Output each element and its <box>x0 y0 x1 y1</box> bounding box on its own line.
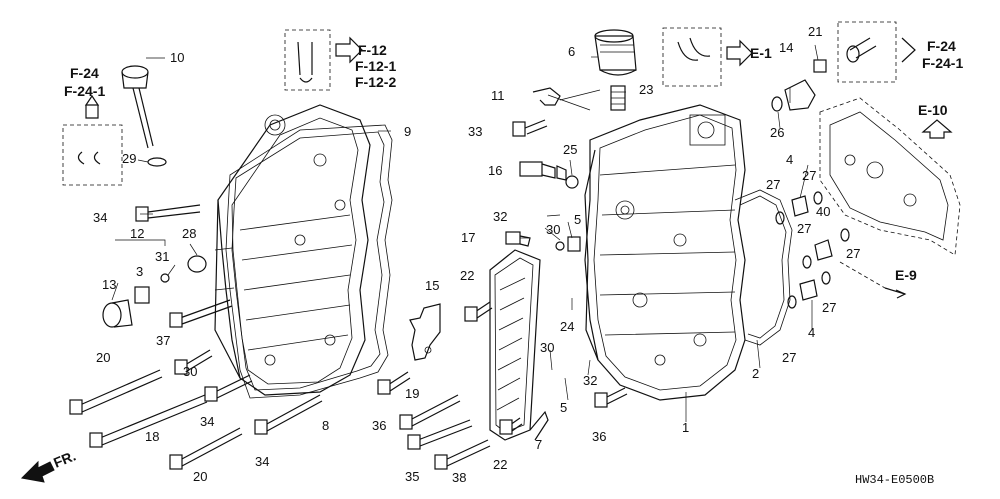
label-11: 11 <box>491 88 505 103</box>
label-27c: 27 <box>797 221 811 236</box>
label-27e: 27 <box>822 300 836 315</box>
connector-23 <box>610 85 626 111</box>
oil-filter-6 <box>594 29 637 76</box>
ref-top-right-2: F-24-1 <box>922 55 963 71</box>
label-27b: 27 <box>802 168 816 183</box>
ref-box-e1 <box>662 27 722 87</box>
label-34c: 34 <box>255 454 269 469</box>
label-14: 14 <box>779 40 793 55</box>
leader-lines <box>111 44 819 422</box>
label-27d: 27 <box>846 246 860 261</box>
label-32a: 32 <box>493 209 507 224</box>
oil-cooler-7 <box>489 249 549 441</box>
label-29: 29 <box>122 151 136 166</box>
label-23: 23 <box>639 82 653 97</box>
label-7: 7 <box>535 437 542 452</box>
ref-top-right-1: F-24 <box>927 38 956 54</box>
label-33: 33 <box>468 124 482 139</box>
bracket-15 <box>409 303 441 361</box>
label-6: 6 <box>568 44 575 59</box>
label-2: 2 <box>752 366 759 381</box>
label-5b: 5 <box>560 400 567 415</box>
ref-top-left-2: F-24-1 <box>64 83 105 99</box>
dipstick-10 <box>121 57 165 149</box>
label-8: 8 <box>322 418 329 433</box>
transmission-case-1 <box>584 104 746 401</box>
label-27a: 27 <box>766 177 780 192</box>
bolts-center <box>377 119 628 470</box>
ref-top-center-3: F-12-2 <box>355 74 396 90</box>
label-36a: 36 <box>372 418 386 433</box>
label-21: 21 <box>808 24 822 39</box>
label-16: 16 <box>488 163 502 178</box>
ref-top-center-2: F-12-1 <box>355 58 396 74</box>
valve-14 <box>771 59 827 112</box>
label-12: 12 <box>130 226 144 241</box>
label-18: 18 <box>145 429 159 444</box>
label-10: 10 <box>170 50 184 65</box>
label-28: 28 <box>182 226 196 241</box>
ref-top-left-1: F-24 <box>70 65 99 81</box>
label-31: 31 <box>155 249 169 264</box>
label-5a: 5 <box>574 212 581 227</box>
front-label: FR. <box>51 447 78 470</box>
label-34a: 34 <box>93 210 107 225</box>
ref-box-top-left <box>62 124 123 186</box>
label-9: 9 <box>404 124 411 139</box>
valve-3 <box>102 255 207 328</box>
label-30b: 30 <box>540 340 554 355</box>
label-40: 40 <box>816 204 830 219</box>
diagram-code: HW34-E0500B <box>855 473 934 487</box>
fittings-right <box>775 191 850 309</box>
label-25: 25 <box>563 142 577 157</box>
gasket-2 <box>734 189 793 346</box>
label-36b: 36 <box>592 429 606 444</box>
label-35: 35 <box>405 469 419 484</box>
part-number-labels: 1 2 3 4 4 5 5 6 7 8 9 10 11 12 13 14 15 … <box>93 24 860 485</box>
ref-top-center-1: F-12 <box>358 42 387 58</box>
label-15: 15 <box>425 278 439 293</box>
label-27f: 27 <box>782 350 796 365</box>
label-30c: 30 <box>183 364 197 379</box>
label-3: 3 <box>136 264 143 279</box>
ref-box-top-right <box>837 21 897 83</box>
label-34b: 34 <box>200 414 214 429</box>
label-4a: 4 <box>786 152 793 167</box>
label-30a: 30 <box>546 222 560 237</box>
ref-e10: E-10 <box>918 102 948 118</box>
ref-e9: E-9 <box>895 267 917 283</box>
bolts-left <box>69 204 323 470</box>
switch-11 <box>532 87 591 111</box>
label-20b: 20 <box>193 469 207 484</box>
label-24: 24 <box>560 319 574 334</box>
sensor-17 <box>505 231 581 252</box>
ref-e1: E-1 <box>750 45 772 61</box>
ref-box-top-center <box>284 29 331 91</box>
sensor-16 <box>519 161 579 189</box>
label-17: 17 <box>461 230 475 245</box>
gasket-9 <box>225 124 393 399</box>
label-22b: 22 <box>493 457 507 472</box>
label-1: 1 <box>682 420 689 435</box>
label-26: 26 <box>770 125 784 140</box>
label-37: 37 <box>156 333 170 348</box>
label-32b: 32 <box>583 373 597 388</box>
o-ring-29 <box>147 157 167 167</box>
label-19: 19 <box>405 386 419 401</box>
housing-e10 <box>819 97 961 256</box>
cover-case-8 <box>214 104 371 396</box>
label-13: 13 <box>102 277 116 292</box>
label-38: 38 <box>452 470 466 485</box>
label-20a: 20 <box>96 350 110 365</box>
label-22a: 22 <box>460 268 474 283</box>
label-4b: 4 <box>808 325 815 340</box>
front-arrow <box>20 460 55 483</box>
